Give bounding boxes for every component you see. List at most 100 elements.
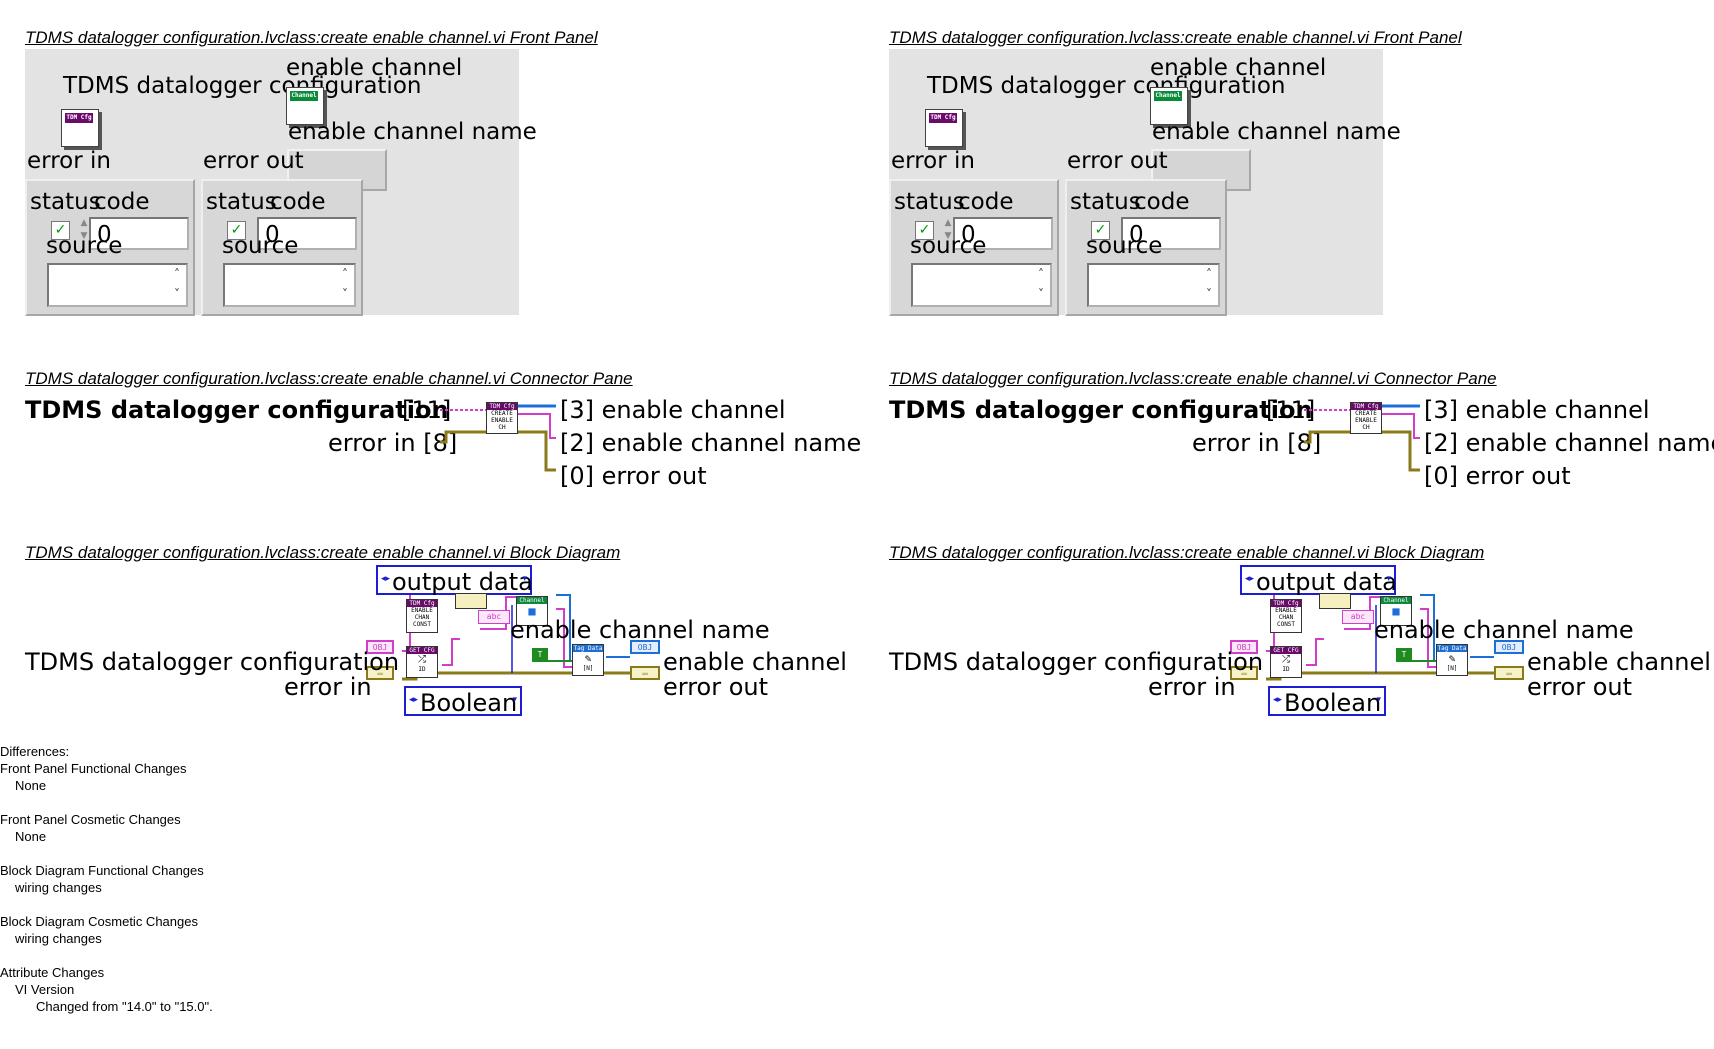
source-field[interactable]: ˄ ˅ — [223, 263, 356, 307]
tdms-config-label: TDMS datalogger configuration — [63, 73, 422, 99]
error-out-cluster[interactable]: status code ✓ 0 source ˄ ˅ — [1065, 179, 1227, 316]
diff-section-title: Front Panel Cosmetic Changes — [0, 812, 181, 827]
error-in-cluster[interactable]: status code ✓ ▲▼ 0 source ˄ ˅ — [25, 179, 195, 316]
scroll-up-icon[interactable]: ˄ — [174, 267, 180, 281]
bd-error-in: error in — [1148, 673, 1236, 701]
error-in-cluster[interactable]: status code ✓ ▲▼ 0 source ˄ ˅ — [889, 179, 1059, 316]
attribute-changes-detail: Changed from "14.0" to "15.0". — [36, 999, 213, 1014]
get-cfg-id-node[interactable]: GET CFG ⤮ ID — [406, 646, 438, 678]
obj-output-tag[interactable]: OBJ — [630, 640, 660, 654]
attribute-changes-title: Attribute Changes — [0, 965, 105, 980]
obj-output-tag[interactable]: OBJ — [1494, 640, 1524, 654]
enable-channel-name-label: enable channel name — [1152, 119, 1401, 145]
cp-error-in: error in [8] — [328, 429, 458, 457]
source-field[interactable]: ˄ ˅ — [1087, 263, 1220, 307]
code-label: code — [1134, 189, 1190, 215]
case-selector-output-data[interactable]: ◂▸ output data ▾ — [1240, 565, 1397, 596]
status-checkbox[interactable]: ✓ — [915, 221, 934, 240]
true-constant-tag[interactable]: T — [1396, 648, 1412, 662]
bd-tdms-config: TDMS datalogger configuration — [889, 648, 1264, 676]
diff-section-title: Front Panel Functional Changes — [0, 761, 187, 776]
enable-channel-indicator[interactable]: Channel — [1150, 87, 1188, 125]
case-selector-label: Boolean — [420, 689, 518, 717]
cp-enable-channel-name: [2] enable channel name — [560, 429, 862, 457]
tag-data-node[interactable]: Tag Data ✎ [N] — [572, 644, 604, 676]
enable-channel-name-label: enable channel name — [288, 119, 537, 145]
case-selector-label: output data — [392, 568, 533, 596]
string-constant-tag[interactable]: abc — [1342, 610, 1374, 624]
cp-error-in: error in [8] — [1192, 429, 1322, 457]
tdms-config-icon: TDM Cfg — [929, 113, 957, 123]
differences-heading: Differences: — [0, 744, 70, 759]
status-label: status — [1070, 189, 1141, 215]
code-spinner[interactable]: ▲▼ — [80, 218, 88, 241]
front-panel: TDMS datalogger configuration TDM Cfg en… — [889, 49, 1401, 316]
cp-tdms-config-index: [11] — [402, 396, 452, 424]
bd-enable-channel: enable channel — [1527, 648, 1711, 676]
code-label: code — [958, 189, 1014, 215]
pane-left: TDMS datalogger configuration.lvclass:cr… — [0, 0, 862, 720]
string-constant-tag[interactable]: abc — [478, 610, 510, 624]
get-cfg-id-node[interactable]: GET CFG ⤮ ID — [1270, 646, 1302, 678]
error-in-tag[interactable]: ▭ — [366, 666, 394, 680]
error-out-cluster[interactable]: status code ✓ 0 source ˄ ˅ — [201, 179, 363, 316]
status-checkbox[interactable]: ✓ — [51, 221, 70, 240]
scroll-up-icon[interactable]: ˄ — [1206, 267, 1212, 281]
scroll-down-icon[interactable]: ˅ — [342, 287, 348, 301]
obj-input-tag[interactable]: OBJ — [366, 640, 394, 654]
source-label: source — [222, 233, 299, 259]
tdms-config-control[interactable]: TDM Cfg — [925, 109, 963, 147]
case-selector-output-data[interactable]: ◂▸ output data ▾ — [376, 565, 533, 596]
code-field: 0 — [1121, 217, 1221, 250]
channel-refnum-node[interactable]: Channel ■ — [1380, 596, 1412, 626]
shuffle-icon: ⤮ — [418, 654, 426, 665]
diff-section-item: wiring changes — [15, 931, 102, 946]
bundle-node[interactable] — [455, 593, 487, 609]
source-field[interactable]: ˄ ˅ — [911, 263, 1052, 307]
error-out-tag[interactable]: ▭ — [1494, 666, 1524, 680]
scroll-down-icon[interactable]: ˅ — [1038, 287, 1044, 301]
code-field: 0 — [257, 217, 357, 250]
cp-tdms-config: TDMS datalogger configuration — [25, 396, 449, 424]
source-field[interactable]: ˄ ˅ — [47, 263, 188, 307]
bd-enable-channel-name: enable channel name — [1374, 616, 1634, 644]
code-label: code — [94, 189, 150, 215]
code-spinner[interactable]: ▲▼ — [944, 218, 952, 241]
cube-icon: ■ — [1392, 604, 1400, 618]
cp-error-out: [0] error out — [560, 462, 707, 490]
status-checkbox: ✓ — [1091, 221, 1110, 240]
cube-icon: ■ — [528, 604, 536, 618]
channel-icon: Channel — [1154, 91, 1182, 101]
pencil-icon: ✎ — [584, 652, 592, 665]
channel-refnum-node[interactable]: Channel ■ — [516, 596, 548, 626]
code-field[interactable]: 0 — [89, 217, 189, 250]
scroll-up-icon[interactable]: ˄ — [1038, 267, 1044, 281]
enable-chan-const-node[interactable]: TDM Cfg ENABLE CHAN CONST — [1270, 599, 1302, 633]
block-diagram-title: TDMS datalogger configuration.lvclass:cr… — [25, 543, 621, 562]
enable-channel-indicator[interactable]: Channel — [286, 87, 324, 125]
obj-input-tag[interactable]: OBJ — [1230, 640, 1258, 654]
true-constant-tag[interactable]: T — [532, 648, 548, 662]
code-field[interactable]: 0 — [953, 217, 1053, 250]
case-selector-label: output data — [1256, 568, 1397, 596]
channel-icon: Channel — [290, 91, 318, 101]
status-label: status — [206, 189, 277, 215]
tdms-config-label: TDMS datalogger configuration — [927, 73, 1286, 99]
error-out-label: error out — [1067, 148, 1168, 174]
error-out-label: error out — [203, 148, 304, 174]
scroll-down-icon[interactable]: ˅ — [174, 287, 180, 301]
case-selector-boolean[interactable]: ◂▸ Boolean ▾ — [404, 686, 522, 717]
bundle-node[interactable] — [1319, 593, 1351, 609]
scroll-down-icon[interactable]: ˅ — [1206, 287, 1212, 301]
enable-channel-label: enable channel — [286, 55, 463, 81]
code-label: code — [270, 189, 326, 215]
enable-chan-const-node[interactable]: TDM Cfg ENABLE CHAN CONST — [406, 599, 438, 633]
error-in-tag[interactable]: ▭ — [1230, 666, 1258, 680]
case-selector-boolean[interactable]: ◂▸ Boolean ▾ — [1268, 686, 1386, 717]
scroll-up-icon[interactable]: ˄ — [342, 267, 348, 281]
pane-right: TDMS datalogger configuration.lvclass:cr… — [864, 0, 1714, 720]
error-out-tag[interactable]: ▭ — [630, 666, 660, 680]
source-label: source — [910, 233, 987, 259]
tdms-config-control[interactable]: TDM Cfg — [61, 109, 99, 147]
tag-data-node[interactable]: Tag Data ✎ [N] — [1436, 644, 1468, 676]
